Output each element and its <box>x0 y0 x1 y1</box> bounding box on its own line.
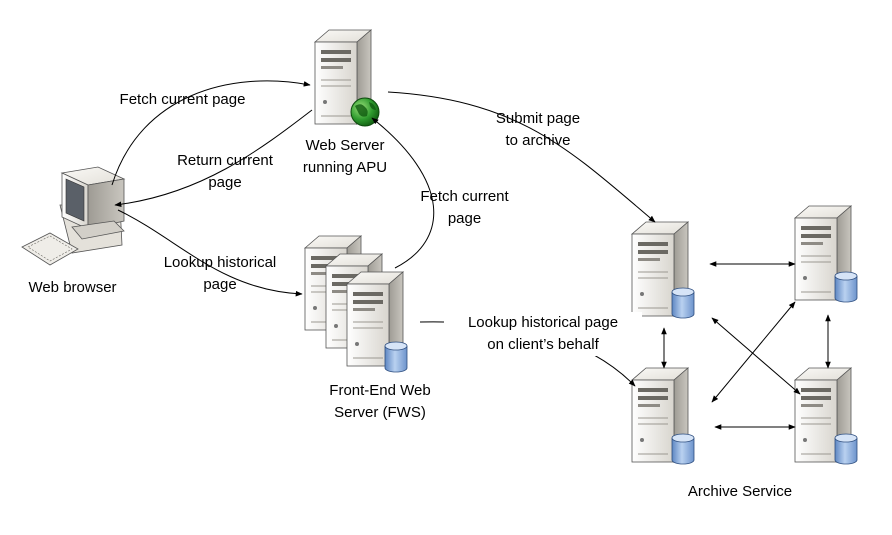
web-browser-label-text: Web browser <box>28 279 117 296</box>
fws-label: Front-End Web Server (FWS) <box>310 380 450 424</box>
database-icon <box>671 433 695 465</box>
archive-server-bottom-right <box>794 367 858 465</box>
archive-server-top-left <box>631 221 695 319</box>
database-icon <box>834 433 858 465</box>
edge-label-behalf-line2: on client’s behalf <box>487 336 599 353</box>
edge-label-submit-line1: Submit page <box>495 110 581 127</box>
fws-label-line2: Server (FWS) <box>334 404 426 421</box>
edge-return-current-page <box>114 109 313 208</box>
globe-icon <box>350 97 380 127</box>
edge-label-behalf-line1: Lookup historical page <box>467 314 619 331</box>
web-server-label: Web Server running APU <box>290 135 400 179</box>
archive-server-bottom-left <box>631 367 695 465</box>
archive-link-diagonal-down <box>711 317 801 395</box>
edge-label-lookup-on-behalf: Lookup historical page on client’s behal… <box>444 312 642 356</box>
desktop-computer-icon <box>21 166 126 266</box>
archive-service-label: Archive Service <box>670 481 810 503</box>
web-browser-label: Web browser <box>10 277 135 299</box>
database-icon <box>671 287 695 319</box>
edge-fetch-current-page <box>111 80 311 186</box>
database-icon <box>834 271 858 303</box>
edge-label-return-line1: Return current <box>177 152 273 169</box>
fws-server-icon <box>304 235 408 373</box>
fws-label-line1: Front-End Web <box>329 382 431 399</box>
web-server-label-line1: Web Server <box>305 137 385 154</box>
edge-submit-page-to-archive <box>387 91 656 223</box>
edge-label-fetch-current-page-text: Fetch current page <box>119 91 246 108</box>
edge-fws-fetch-current-page <box>371 117 435 269</box>
archive-service-label-text: Archive Service <box>687 483 793 500</box>
edge-label-submit-page: Submit page to archive <box>478 108 598 152</box>
web-server-label-line2: running APU <box>302 159 388 176</box>
edge-label-submit-line2: to archive <box>505 132 571 149</box>
edge-lookup-historical-page <box>117 209 303 297</box>
archive-server-top-right <box>794 205 858 303</box>
edge-label-return-current-page: Return current page <box>160 150 290 194</box>
web-server-icon <box>314 29 380 127</box>
edge-label-lookup-historical: Lookup historical page <box>145 252 295 296</box>
edge-label-fws-fetch-line1: Fetch current <box>420 188 509 205</box>
edge-label-return-line2: page <box>208 174 242 191</box>
edge-label-fws-fetch-line2: page <box>447 210 482 227</box>
archive-link-diagonal-up <box>711 301 796 403</box>
database-icon <box>384 341 408 373</box>
keyboard-icon <box>21 232 79 266</box>
edge-label-fws-fetch: Fetch current page <box>402 186 527 230</box>
edge-label-lookup-line1: Lookup historical <box>163 254 277 271</box>
edge-label-fetch-current-page: Fetch current page <box>100 89 265 111</box>
edge-label-lookup-line2: page <box>203 276 237 293</box>
